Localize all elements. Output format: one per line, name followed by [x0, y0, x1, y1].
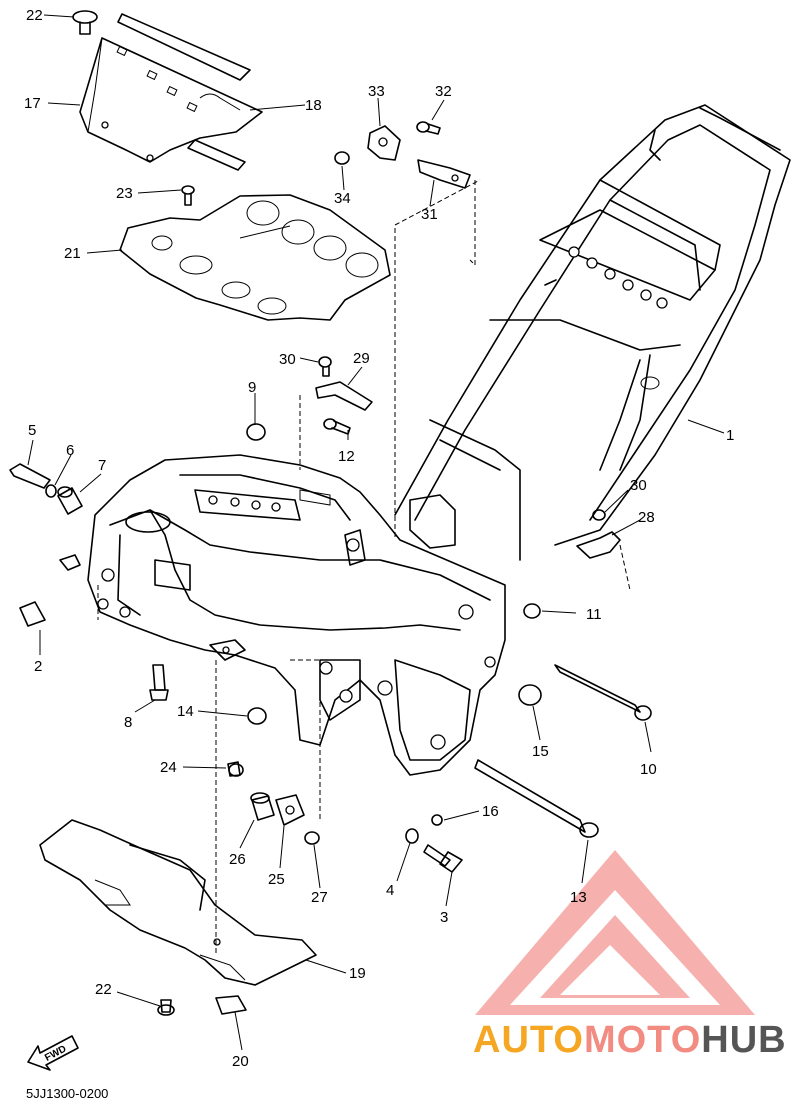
callout-8: 8 [124, 714, 132, 731]
callout-15: 15 [532, 743, 549, 760]
callout-20: 20 [232, 1053, 249, 1070]
fwd-label: FWD [43, 1044, 68, 1064]
callout-14: 14 [177, 703, 194, 720]
bolt-24 [227, 761, 244, 777]
callout-17: 17 [24, 95, 41, 112]
callout-2: 2 [34, 658, 42, 675]
watermark-logo: AUTOMOTOHUB [473, 850, 787, 1061]
damper-26 [250, 792, 275, 821]
cap-15 [518, 684, 542, 706]
callout-26: 26 [229, 851, 246, 868]
callout-4: 4 [386, 882, 394, 899]
callout-30-top: 30 [279, 351, 296, 368]
lower-cover [39, 819, 317, 986]
plate-20 [215, 995, 247, 1015]
clamp-33 [367, 125, 401, 161]
collar-27 [304, 831, 320, 845]
nut-11 [523, 603, 541, 619]
diagram-code: 5JJ1300-0200 [26, 1086, 108, 1101]
main-frame-front [59, 454, 506, 776]
bolt-30-right [592, 509, 606, 521]
callout-25: 25 [268, 871, 285, 888]
callout-31: 31 [421, 206, 438, 223]
watermark-text: AUTOMOTOHUB [473, 1019, 787, 1061]
watermark-text-hub: HUB [701, 1019, 786, 1061]
callout-13: 13 [570, 889, 587, 906]
collar-34 [334, 151, 350, 165]
main-frame-rear [394, 104, 791, 561]
callout-16: 16 [482, 803, 499, 820]
upper-cover-plate [79, 13, 263, 171]
collar-9 [246, 423, 266, 441]
bracket-25 [275, 794, 305, 826]
bolt-13 [474, 759, 599, 838]
callout-3: 3 [440, 909, 448, 926]
rivet-22-bottom [157, 999, 175, 1016]
leader-lines [27, 14, 725, 1051]
reference-lines [97, 179, 631, 955]
washer-6 [45, 484, 57, 498]
callout-1: 1 [726, 427, 734, 444]
callout-30-right: 30 [630, 477, 647, 494]
callout-5: 5 [28, 422, 36, 439]
callout-12: 12 [338, 448, 355, 465]
plug-16 [431, 814, 443, 826]
bracket-31 [417, 159, 471, 189]
callout-21: 21 [64, 245, 81, 262]
bolt-5 [9, 463, 51, 489]
bolt-3 [423, 844, 463, 873]
callout-24: 24 [160, 759, 177, 776]
callout-10: 10 [640, 761, 657, 778]
bolt-12 [323, 418, 351, 435]
callout-18: 18 [305, 97, 322, 114]
watermark-text-auto: AUTO [473, 1019, 584, 1061]
callout-6: 6 [66, 442, 74, 459]
perforated-plate [119, 194, 391, 321]
watermark-text-moto: MOTO [584, 1019, 701, 1061]
callout-32: 32 [435, 83, 452, 100]
bracket-28 [576, 531, 621, 559]
bolt-30-top [318, 356, 332, 377]
callout-27: 27 [311, 889, 328, 906]
callout-19: 19 [349, 965, 366, 982]
callout-29: 29 [353, 350, 370, 367]
bracket-29 [315, 381, 373, 411]
callout-23: 23 [116, 185, 133, 202]
fwd-arrow: FWD [27, 1035, 79, 1071]
washer-4 [405, 828, 419, 844]
collar-7 [57, 486, 83, 515]
callout-22-bottom: 22 [95, 981, 112, 998]
rivet-23 [181, 185, 195, 206]
callout-9: 9 [248, 379, 256, 396]
bolt-8 [149, 664, 169, 701]
bolt-32 [416, 121, 441, 135]
callout-22-top: 22 [26, 7, 43, 24]
callout-33: 33 [368, 83, 385, 100]
plate-2 [19, 601, 46, 627]
callout-28: 28 [638, 509, 655, 526]
collar-14 [247, 707, 267, 725]
bolt-10 [554, 664, 652, 721]
callout-34: 34 [334, 190, 351, 207]
rivet-22-top [72, 10, 98, 35]
callout-numbers: 1 2 3 4 5 6 7 8 9 10 11 12 13 14 15 16 1… [24, 7, 734, 1070]
callout-11: 11 [586, 606, 602, 623]
callout-7: 7 [98, 457, 106, 474]
